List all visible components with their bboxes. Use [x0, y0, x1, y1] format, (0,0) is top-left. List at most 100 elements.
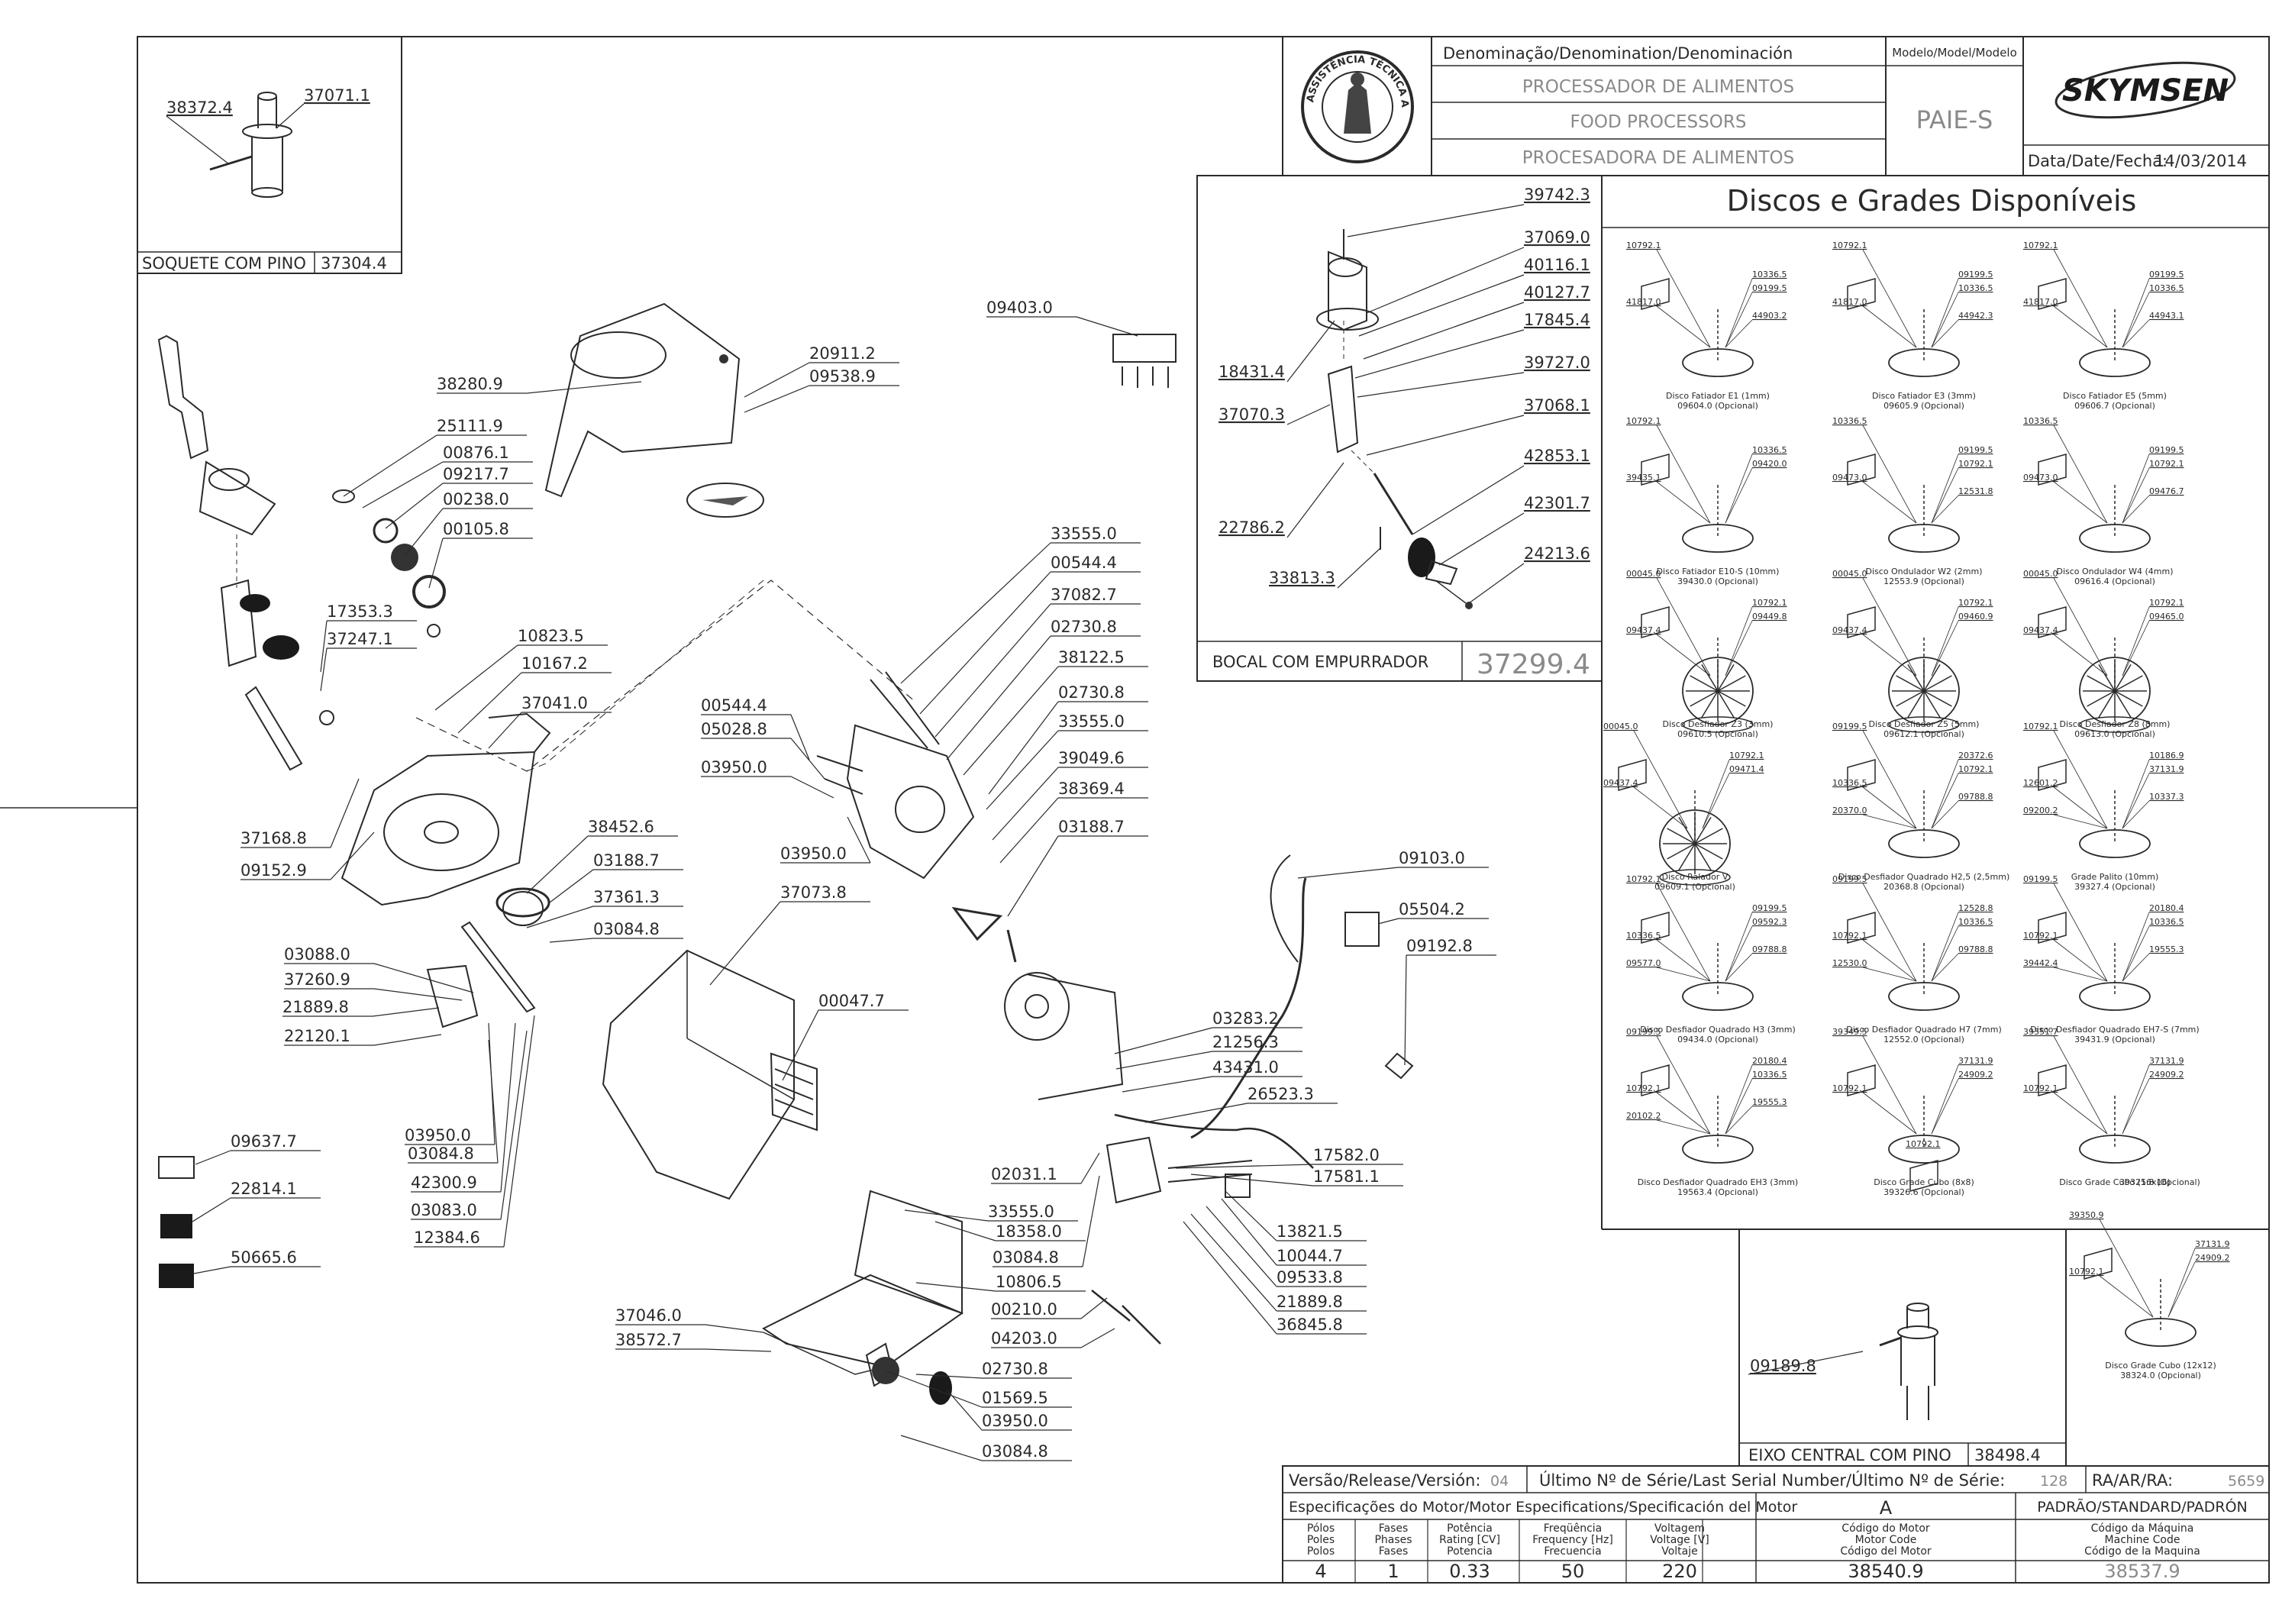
- disc-caption: Grade Palito (10mm): [2071, 872, 2159, 882]
- part-label: 33555.0: [988, 1203, 1054, 1221]
- discs-panel-title: Discos e Grades Disponíveis: [1727, 184, 2137, 218]
- leader-line: [434, 644, 518, 711]
- part-label: 22814.1: [231, 1180, 297, 1198]
- spec-header: Freqüência: [1544, 1522, 1603, 1535]
- disc-code: 09610.5 (Opcional): [1677, 729, 1758, 739]
- socket-panel-title: SOQUETE COM PINO: [142, 254, 306, 273]
- part-label: 37068.1: [1524, 396, 1590, 415]
- leader-line: [1377, 918, 1399, 925]
- leader-line: [934, 1221, 996, 1241]
- leader-line: [1080, 1297, 1108, 1319]
- part-label: 09152.9: [240, 861, 307, 880]
- spec-header: Polos: [1307, 1545, 1335, 1558]
- disc-caption: Disco Desfiador Quadrado H7 (7mm): [1846, 1025, 2002, 1035]
- spec-value: 0.33: [1449, 1561, 1490, 1582]
- spec-header: Fases: [1379, 1545, 1409, 1558]
- disc-code: 39326.6 (Opcional): [1883, 1187, 1964, 1197]
- part-label: 38572.7: [615, 1331, 682, 1349]
- disc-part-label: 09465.0: [2149, 612, 2184, 622]
- disc-part-label: 09199.5: [2023, 874, 2058, 884]
- disc-part-label: 12530.0: [1832, 958, 1867, 968]
- disc-caption: Disco Fatiador E10-S (10mm): [1657, 567, 1780, 576]
- model-label: Modelo/Model/Modelo: [1892, 46, 2017, 60]
- disc-part-label: 10792.1: [1626, 241, 1661, 250]
- disc-item: 09199.520372.610792.110336.509788.820370…: [1832, 722, 2009, 892]
- disc-part-label: 44903.2: [1752, 311, 1787, 321]
- leader-line: [992, 767, 1059, 841]
- svg-text:SKYMSEN: SKYMSEN: [2062, 73, 2229, 108]
- disc-part-label: 10792.1: [2023, 1083, 2058, 1093]
- part-label: 01569.5: [982, 1389, 1048, 1407]
- leader-line: [744, 362, 810, 398]
- disc-caption: Disco Ondulador W4 (4mm): [2056, 567, 2173, 576]
- model-value: PAIE-S: [1916, 105, 1993, 134]
- leader-line: [1144, 1103, 1248, 1123]
- disc-part-label: 09471.4: [1729, 764, 1764, 774]
- part-label: 17581.1: [1313, 1167, 1380, 1186]
- disc-part-label: 10336.5: [1958, 283, 1993, 293]
- part-label: 37082.7: [1051, 586, 1117, 604]
- part-label: 22786.2: [1219, 518, 1285, 537]
- leader-line: [705, 1324, 764, 1333]
- leader-line: [988, 701, 1059, 795]
- leader-line: [488, 1039, 499, 1164]
- disc-part-label: 39350.9: [2069, 1210, 2104, 1220]
- part-label: 03084.8: [408, 1145, 474, 1163]
- disc-caption: Disco Ralador V: [1662, 872, 1729, 882]
- part-label: 13821.5: [1277, 1222, 1343, 1241]
- disc-part-label: 10336.5: [1752, 1070, 1787, 1080]
- part-label: 37073.8: [780, 883, 847, 902]
- leader-line: [1221, 1198, 1277, 1266]
- disc-part-label: 10792.1: [1958, 598, 1993, 608]
- authorized-service-seal: ASSISTÊNCIA TÉCNICA AUTORIZADA: [0, 0, 1414, 163]
- version-value: 04: [1490, 1473, 1509, 1490]
- part-label: 10167.2: [521, 654, 588, 673]
- leader-line: [330, 778, 360, 848]
- part-label: 02031.1: [991, 1165, 1057, 1183]
- disc-part-label: 12531.8: [1958, 486, 1993, 496]
- leader-line: [946, 635, 1051, 760]
- disc-code: 09613.0 (Opcional): [2074, 729, 2155, 739]
- part-label: 03950.0: [405, 1126, 471, 1145]
- shaft-panel-code: 38498.4: [1974, 1446, 2041, 1464]
- leader-line: [915, 1374, 983, 1379]
- leader-line: [705, 1348, 772, 1352]
- disc-part-label: 10336.5: [1752, 270, 1787, 279]
- spec-value: 4: [1315, 1561, 1326, 1582]
- disc-part-label: 09577.0: [1626, 958, 1661, 968]
- part-label: 38372.4: [166, 98, 233, 117]
- leader-line: [1225, 1190, 1277, 1241]
- part-label: 03084.8: [982, 1442, 1048, 1461]
- disc-item: 09199.512528.810336.510792.109788.812530…: [1832, 874, 2002, 1044]
- disc-item: 09199.520180.410336.510792.119555.320102…: [1626, 1027, 1798, 1197]
- disc-part-label: 19555.3: [2149, 944, 2184, 954]
- leader-line: [500, 1022, 516, 1193]
- leader-line: [320, 647, 328, 692]
- disc-part-label: 10792.1: [1906, 1139, 1941, 1149]
- leader-line: [330, 831, 375, 880]
- leader-line: [934, 603, 1051, 738]
- disc-part-label: 10336.5: [1832, 416, 1867, 426]
- spec-header: Código do Motor: [1841, 1522, 1930, 1535]
- leader-line: [999, 797, 1059, 864]
- part-label: 09403.0: [986, 299, 1053, 317]
- spec-header: Frequency [Hz]: [1532, 1534, 1613, 1546]
- disc-part-label: 09199.5: [1832, 722, 1867, 731]
- part-label: 38280.9: [437, 375, 503, 393]
- leader-line: [782, 1009, 819, 1081]
- part-label: 10806.5: [996, 1273, 1062, 1291]
- name-pt: PROCESSADOR DE ALIMENTOS: [1522, 77, 1794, 97]
- spec-value: 50: [1561, 1561, 1585, 1582]
- leader-line: [900, 1435, 983, 1461]
- disc-item: 10792.110336.509199.541817.044903.2Disco…: [1626, 241, 1787, 411]
- leader-line: [1206, 1206, 1277, 1287]
- disc-part-label: 10792.1: [1832, 931, 1867, 941]
- disc-part-label: 10336.5: [1626, 931, 1661, 941]
- disc-part-label: 09437.4: [1832, 625, 1867, 635]
- disc-part-label: 09199.5: [2149, 445, 2184, 455]
- part-label: 03950.0: [982, 1412, 1048, 1430]
- disc-caption: Disco Desfiador Quadrado EH7-S (7mm): [2030, 1025, 2199, 1035]
- leader-line: [904, 1209, 989, 1222]
